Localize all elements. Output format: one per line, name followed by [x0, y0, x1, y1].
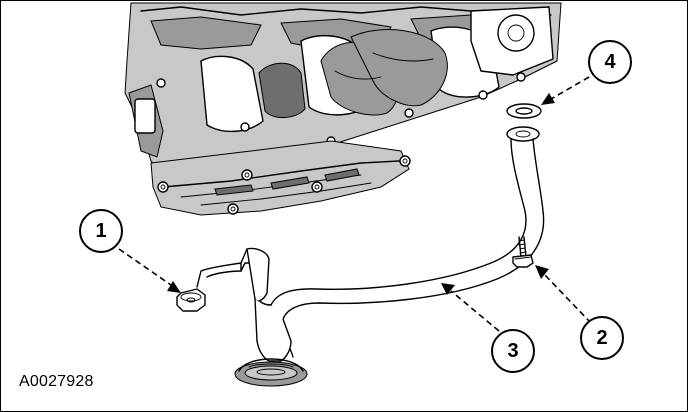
gasket [506, 103, 542, 119]
callout-4-number: 4 [604, 51, 616, 73]
callout-leaders [118, 76, 592, 332]
windage-tray [150, 140, 411, 216]
callout-3: 3 [491, 329, 535, 373]
figure-code: A0027928 [19, 373, 94, 390]
callout-2: 2 [580, 316, 624, 360]
tray-bolts [157, 155, 411, 215]
bolt-tube-flange [512, 236, 534, 268]
oil-pump-screen-cover-and-tube [196, 126, 545, 387]
callout-2-number: 2 [596, 327, 607, 349]
callout-1-number: 1 [95, 220, 106, 242]
callout-3-number: 3 [507, 340, 518, 362]
engine-block [124, 2, 562, 180]
bolt-tube-bracket [176, 288, 206, 312]
callout-1: 1 [79, 209, 123, 253]
callout-4: 4 [588, 40, 632, 84]
